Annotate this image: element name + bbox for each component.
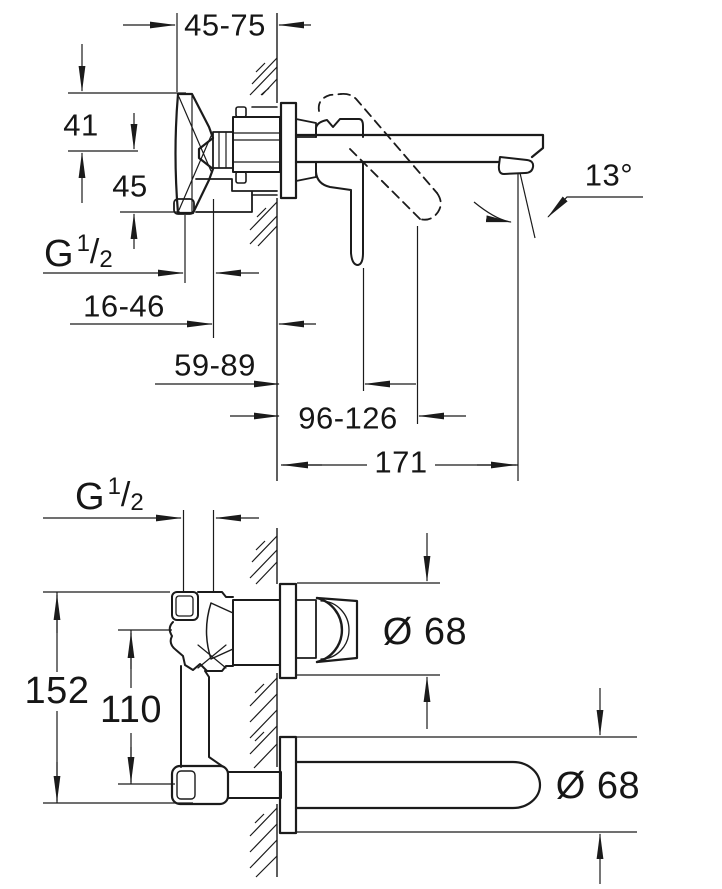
dim-label-spout-projection: 171 [374,444,428,480]
dim-label-body-overall-height: 152 [24,670,90,712]
mixer-side-view [173,92,545,266]
dim-label-depth-range-inner: 16-46 [83,288,165,324]
thread-size-denominator: 2 [130,489,144,516]
dim-label-connection-spacing: 110 [99,689,163,731]
thread-size-slash: / [89,233,100,271]
thread-size-slash: / [120,476,131,514]
side-view-wall [249,13,278,481]
dim-label-height-above-axis: 41 [63,107,99,143]
dim-label-height-below-axis: 45 [112,168,148,204]
plan-view-wall [249,528,278,878]
wall-hatch-side-upper [249,57,278,96]
wall-hatch-side-lower [249,201,278,247]
thread-size-base: G [44,233,74,275]
lever-open-position-dashed [317,92,442,221]
dim-label-spout-angle: 13° [584,157,634,193]
dim-label-rough-in-depth-range: 45-75 [184,7,266,43]
dim-label-lever-depth-range: 96-126 [298,400,398,436]
side-view-dimension-lines [43,13,643,481]
thread-size-denominator: 2 [99,246,113,273]
dim-label-handle-escutcheon-diameter: Ø 68 [382,611,468,653]
wall-hatch-plan [249,535,278,878]
dim-label-handle-depth-range: 59-89 [174,347,256,383]
dim-label-spout-escutcheon-diameter: Ø 68 [555,765,641,807]
thread-size-numerator: 1 [76,230,90,257]
plan-view-dimension-lines [43,510,637,884]
thread-size-base: G [75,476,105,518]
mixer-plan-view [168,582,542,835]
thread-size-numerator: 1 [107,473,121,500]
